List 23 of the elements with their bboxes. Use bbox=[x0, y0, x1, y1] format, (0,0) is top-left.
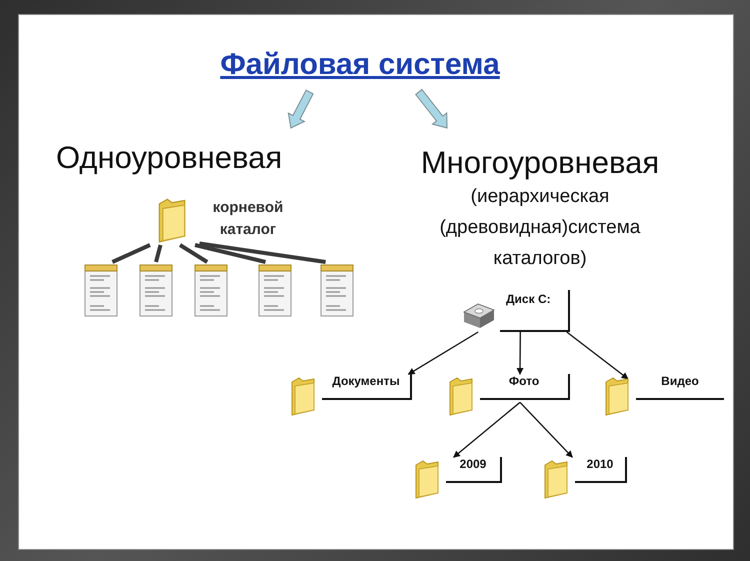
drive-label: Диск С: bbox=[500, 290, 570, 332]
connector-line bbox=[194, 243, 266, 264]
heading: Одноуровневая bbox=[56, 140, 284, 176]
folder-label: Фото bbox=[480, 374, 570, 400]
arrow bbox=[408, 331, 479, 375]
connector-line bbox=[178, 243, 208, 264]
arrow bbox=[516, 332, 524, 375]
connector-line bbox=[154, 244, 162, 263]
folder-label: корневой каталог bbox=[212, 198, 284, 240]
arrow bbox=[520, 402, 573, 458]
block-arrow bbox=[288, 90, 314, 129]
arrow bbox=[453, 402, 520, 458]
title: Файловая система bbox=[219, 48, 501, 82]
block-arrow bbox=[415, 88, 448, 129]
folder-label: 2009 bbox=[446, 457, 502, 483]
connector-line bbox=[112, 243, 151, 264]
heading: Многоуровневая bbox=[420, 145, 660, 181]
folder-label: Документы bbox=[322, 374, 412, 400]
description: (иерархическая (древовидная)система каталогов) bbox=[438, 185, 642, 271]
arrow bbox=[566, 331, 629, 380]
connector-line bbox=[199, 241, 326, 264]
folder-label: Видео bbox=[636, 374, 724, 400]
folder-label: 2010 bbox=[575, 457, 627, 483]
